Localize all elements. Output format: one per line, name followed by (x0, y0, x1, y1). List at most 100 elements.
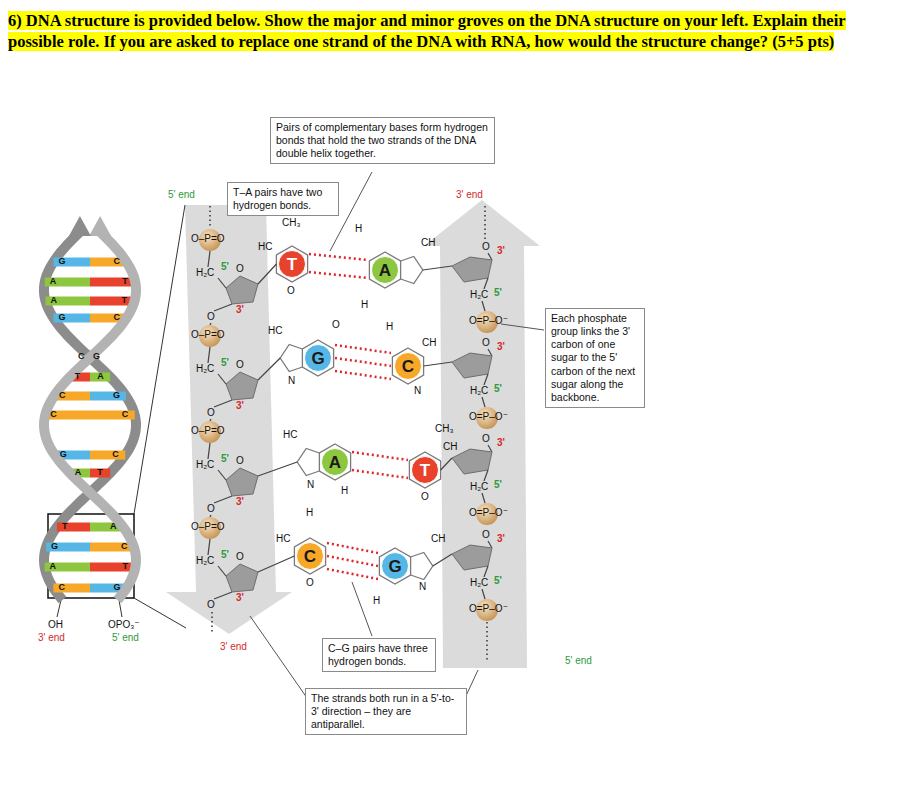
hydrogen-bond (327, 569, 378, 579)
atom-label: H₂C (196, 460, 214, 470)
sugar-ring (452, 545, 492, 570)
glycosidic-bond (258, 358, 280, 380)
end-label: 5' end (168, 190, 195, 200)
helix-rung (90, 563, 135, 572)
end-label: OH (48, 620, 63, 630)
helix-base-letter: A (51, 296, 58, 305)
helix-arrowhead (89, 216, 111, 236)
base-ring (411, 553, 433, 580)
helix-rung (45, 411, 90, 420)
callout-text: Each phosphate group links the 3' carbon… (551, 312, 639, 404)
atom-label: O–P=O (191, 522, 225, 532)
helix-base-letter: T (122, 277, 128, 286)
glycosidic-bond (258, 462, 297, 476)
backbone-dots (211, 612, 213, 632)
atom-label: O (421, 492, 429, 502)
bond-line (482, 589, 485, 599)
atom-label: O=P–O⁻ (469, 604, 508, 614)
bond-line (210, 419, 211, 421)
sugar-ring (226, 564, 258, 592)
base-ring (379, 548, 410, 584)
base-ring (297, 449, 319, 476)
bond-line (208, 539, 210, 555)
bond-line (208, 347, 210, 363)
atom-label: CH₃ (282, 218, 301, 228)
atom-label: 5' (494, 384, 502, 394)
atom-label: HC (268, 326, 282, 336)
atom-label: O (482, 338, 490, 348)
atom-label: H (373, 596, 380, 606)
callout-box: T–A pairs have two hydrogen bonds. (227, 182, 339, 216)
atom-label: 3' (236, 401, 244, 411)
helix-base-letter: C (121, 542, 128, 551)
helix-rung (53, 314, 90, 323)
atom-label: CH (421, 238, 435, 248)
sugar-ring (226, 372, 258, 400)
backbone-dots (484, 206, 486, 240)
helix-rung (90, 451, 125, 460)
base-ring (294, 538, 325, 574)
atom-label: O (207, 312, 215, 322)
helix-rung (46, 543, 90, 552)
glycosidic-bond (433, 554, 452, 566)
atom-label: 5' (494, 480, 502, 490)
helix-base-letter: G (93, 352, 100, 361)
atom-label: HC (258, 242, 272, 252)
atom-label: H (306, 508, 313, 518)
helix-base-letter: A (110, 522, 117, 531)
callout-box: Pairs of complementary bases form hydrog… (270, 117, 495, 164)
glycosidic-bond (258, 264, 276, 284)
atom-label: 5' (221, 262, 229, 272)
atom-label: HC (276, 534, 290, 544)
atom-label: O–P=O (191, 234, 225, 244)
helix-base-letter: A (75, 468, 82, 477)
bond-line (482, 493, 485, 503)
atom-label: 5' (221, 358, 229, 368)
helix-rung (54, 392, 90, 401)
nucleobase-circle: C (394, 352, 422, 380)
atom-label: O (306, 578, 314, 588)
sugar-ring (452, 257, 492, 282)
end-label: OPO₃⁻ (108, 620, 140, 630)
helix-base-letter: G (58, 257, 65, 266)
glycosidic-bond (258, 556, 294, 572)
callout-text: C–G pairs have three hydrogen bonds. (328, 642, 430, 668)
base-ring (392, 348, 423, 384)
end-label: 5' end (112, 633, 139, 643)
bond-line (210, 515, 211, 517)
atom-label: O–P=O (191, 330, 225, 340)
atom-label: 5' (494, 576, 502, 586)
base-ring (409, 452, 440, 488)
atom-label: CH (422, 338, 436, 348)
hydrogen-bond (309, 272, 368, 278)
title-text: 6) DNA structure is provided below. Show… (8, 11, 846, 51)
callout-box: C–G pairs have three hydrogen bonds. (322, 638, 436, 672)
callout-text: The strands both run in a 5'-to-3' direc… (311, 692, 461, 731)
atom-label: H₂C (470, 482, 488, 492)
atom-label: 3' (497, 342, 505, 352)
atom-label: H (386, 322, 393, 332)
helix-base-letter: T (122, 296, 128, 305)
helix-base-letter: C (78, 352, 85, 361)
zoom-line (134, 205, 185, 514)
callout-box: The strands both run in a 5'-to-3' direc… (305, 688, 467, 735)
bond-line (488, 253, 492, 260)
end-label: 3' end (220, 642, 247, 652)
atom-label: 5' (221, 550, 229, 560)
helix-base-letter: G (58, 313, 65, 322)
atom-label: O (482, 530, 490, 540)
atom-label: O–P=O (191, 426, 225, 436)
helix-base-letter: T (75, 372, 81, 381)
question-title: 6) DNA structure is provided below. Show… (8, 10, 880, 52)
hydrogen-bond (335, 358, 391, 366)
nucleobase-circle: A (371, 256, 399, 284)
atom-label: O=P–O⁻ (469, 412, 508, 422)
bond-line (484, 470, 488, 481)
bond-line (214, 592, 232, 599)
atom-label: H₂C (196, 268, 214, 278)
helix-base-letter: C (59, 391, 66, 400)
atom-label: H₂C (196, 556, 214, 566)
atom-label: O (332, 320, 340, 330)
nucleobase-circle: C (296, 542, 324, 570)
helix-backbone (44, 232, 136, 600)
